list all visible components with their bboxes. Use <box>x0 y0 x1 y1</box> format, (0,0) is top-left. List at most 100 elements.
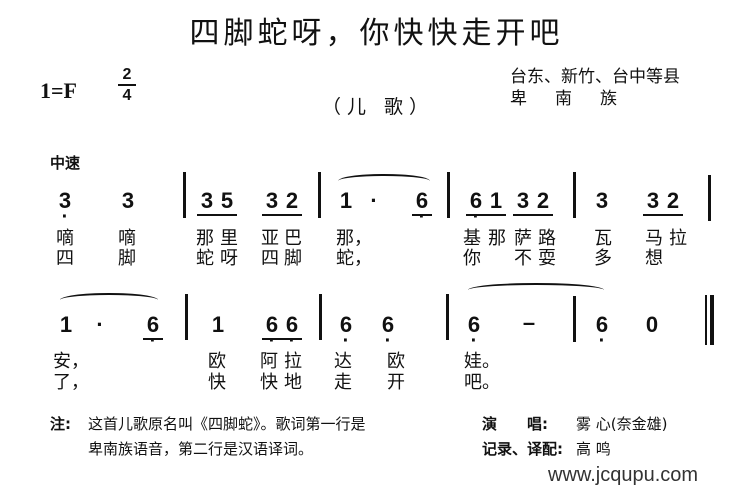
lyric: 那， <box>336 228 372 249</box>
barline <box>319 294 322 340</box>
note: 3 <box>646 188 660 213</box>
note: 2 <box>536 188 550 213</box>
singer-label: 演 唱: <box>482 415 548 433</box>
note: 2 <box>285 188 299 213</box>
lyric: 那 <box>196 228 214 249</box>
barline <box>318 172 321 218</box>
lyric: 欧 <box>387 351 405 372</box>
singer-name: 雾 心(奈金雄) <box>576 415 668 433</box>
final-barline-thin <box>705 295 707 345</box>
lyric: 不 <box>514 248 532 269</box>
origin: 台东、新竹、台中等县 卑南族 <box>510 66 680 110</box>
augmentation-dot: · <box>96 312 104 337</box>
arranger-label: 记录、译配: <box>482 440 563 458</box>
barline <box>446 294 449 340</box>
note: 6 <box>262 312 282 353</box>
lyric: 想 <box>645 248 663 269</box>
note: 6 <box>143 312 163 353</box>
footnote-line1: 这首儿歌原名叫《四脚蛇》。歌词第一行是 <box>88 415 366 433</box>
lyric: 快 <box>260 372 278 393</box>
note: 3 <box>200 188 214 213</box>
lyric: 你 <box>463 248 481 269</box>
time-signature-bottom: 4 <box>122 87 132 104</box>
note-label: 注: <box>50 415 71 433</box>
note: 3 <box>55 188 75 229</box>
lyric: 脚 <box>118 248 136 269</box>
slur <box>468 283 604 297</box>
lyric: 达 <box>334 351 352 372</box>
genre-label: （儿 歌） <box>322 96 435 118</box>
note: 6 <box>466 188 486 229</box>
origin-line2: 卑南族 <box>510 89 645 109</box>
lyric: 走 <box>334 372 352 393</box>
note: 1 <box>59 312 73 337</box>
lyric: 多 <box>594 248 612 269</box>
lyric: 四 <box>56 248 74 269</box>
arranger-name: 高 鸣 <box>576 440 611 458</box>
lyric: 阿 <box>260 351 278 372</box>
footnote-line2: 卑南族语音，第二行是汉语译词。 <box>88 440 314 458</box>
lyric: 耍 <box>538 248 556 269</box>
beam <box>262 188 302 216</box>
barline <box>708 175 711 221</box>
final-barline-thick <box>710 295 714 345</box>
barline <box>185 294 188 340</box>
slur <box>60 293 158 307</box>
barline <box>183 172 186 218</box>
note: 3 <box>121 188 135 213</box>
beam <box>513 188 553 216</box>
lyric: 地 <box>284 372 302 393</box>
note: 1 <box>489 188 503 213</box>
key-signature: 1=F <box>40 78 77 103</box>
beam <box>466 188 506 216</box>
note: 1 <box>211 312 225 337</box>
note: 6 <box>412 188 432 229</box>
rest: 0 <box>645 312 659 337</box>
lyric: 嘀 <box>56 228 74 249</box>
lyric: 里 <box>220 228 238 249</box>
lyric: 蛇， <box>336 248 372 269</box>
lyric: 四 <box>261 248 279 269</box>
lyric: 嘀 <box>118 228 136 249</box>
lyric: 拉 <box>284 351 302 372</box>
lyric: 那 <box>488 228 506 249</box>
augmentation-dot: · <box>370 188 378 213</box>
slur <box>338 174 430 188</box>
lyric: 了， <box>53 372 89 393</box>
note: 6 <box>378 312 398 353</box>
tempo-marking: 中速 <box>50 154 81 172</box>
watermark: www.jcqupu.com <box>548 464 699 486</box>
beam <box>643 188 683 216</box>
time-signature-bar <box>118 84 136 86</box>
note: 3 <box>595 188 609 213</box>
lyric: 巴 <box>284 228 302 249</box>
beam <box>197 188 237 216</box>
lyric: 呀 <box>220 248 238 269</box>
note: 1 <box>339 188 353 213</box>
barline <box>447 172 450 218</box>
origin-line1: 台东、新竹、台中等县 <box>510 67 680 87</box>
barline <box>573 296 576 342</box>
lyric: 娃。 <box>464 351 500 372</box>
lyric: 开 <box>387 372 405 393</box>
lyric: 快 <box>208 372 226 393</box>
note: 3 <box>265 188 279 213</box>
note: 6 <box>592 312 612 353</box>
lyric: 欧 <box>208 351 226 372</box>
note: 2 <box>666 188 680 213</box>
lyric: 脚 <box>284 248 302 269</box>
lyric: 马 <box>645 228 663 249</box>
song-title: 四脚蛇呀，你快快走开吧 <box>189 16 564 51</box>
note: 3 <box>516 188 530 213</box>
barline <box>573 172 576 218</box>
note: 6 <box>464 312 484 353</box>
time-signature: 2 4 <box>118 66 136 104</box>
note: 6 <box>282 312 302 353</box>
lyric: 萨 <box>514 228 532 249</box>
lyric: 蛇 <box>196 248 214 269</box>
dash-extension: – <box>522 310 536 335</box>
time-signature-top: 2 <box>122 66 132 83</box>
lyric: 基 <box>463 228 481 249</box>
lyric: 拉 <box>669 228 687 249</box>
lyric: 瓦 <box>594 228 612 249</box>
